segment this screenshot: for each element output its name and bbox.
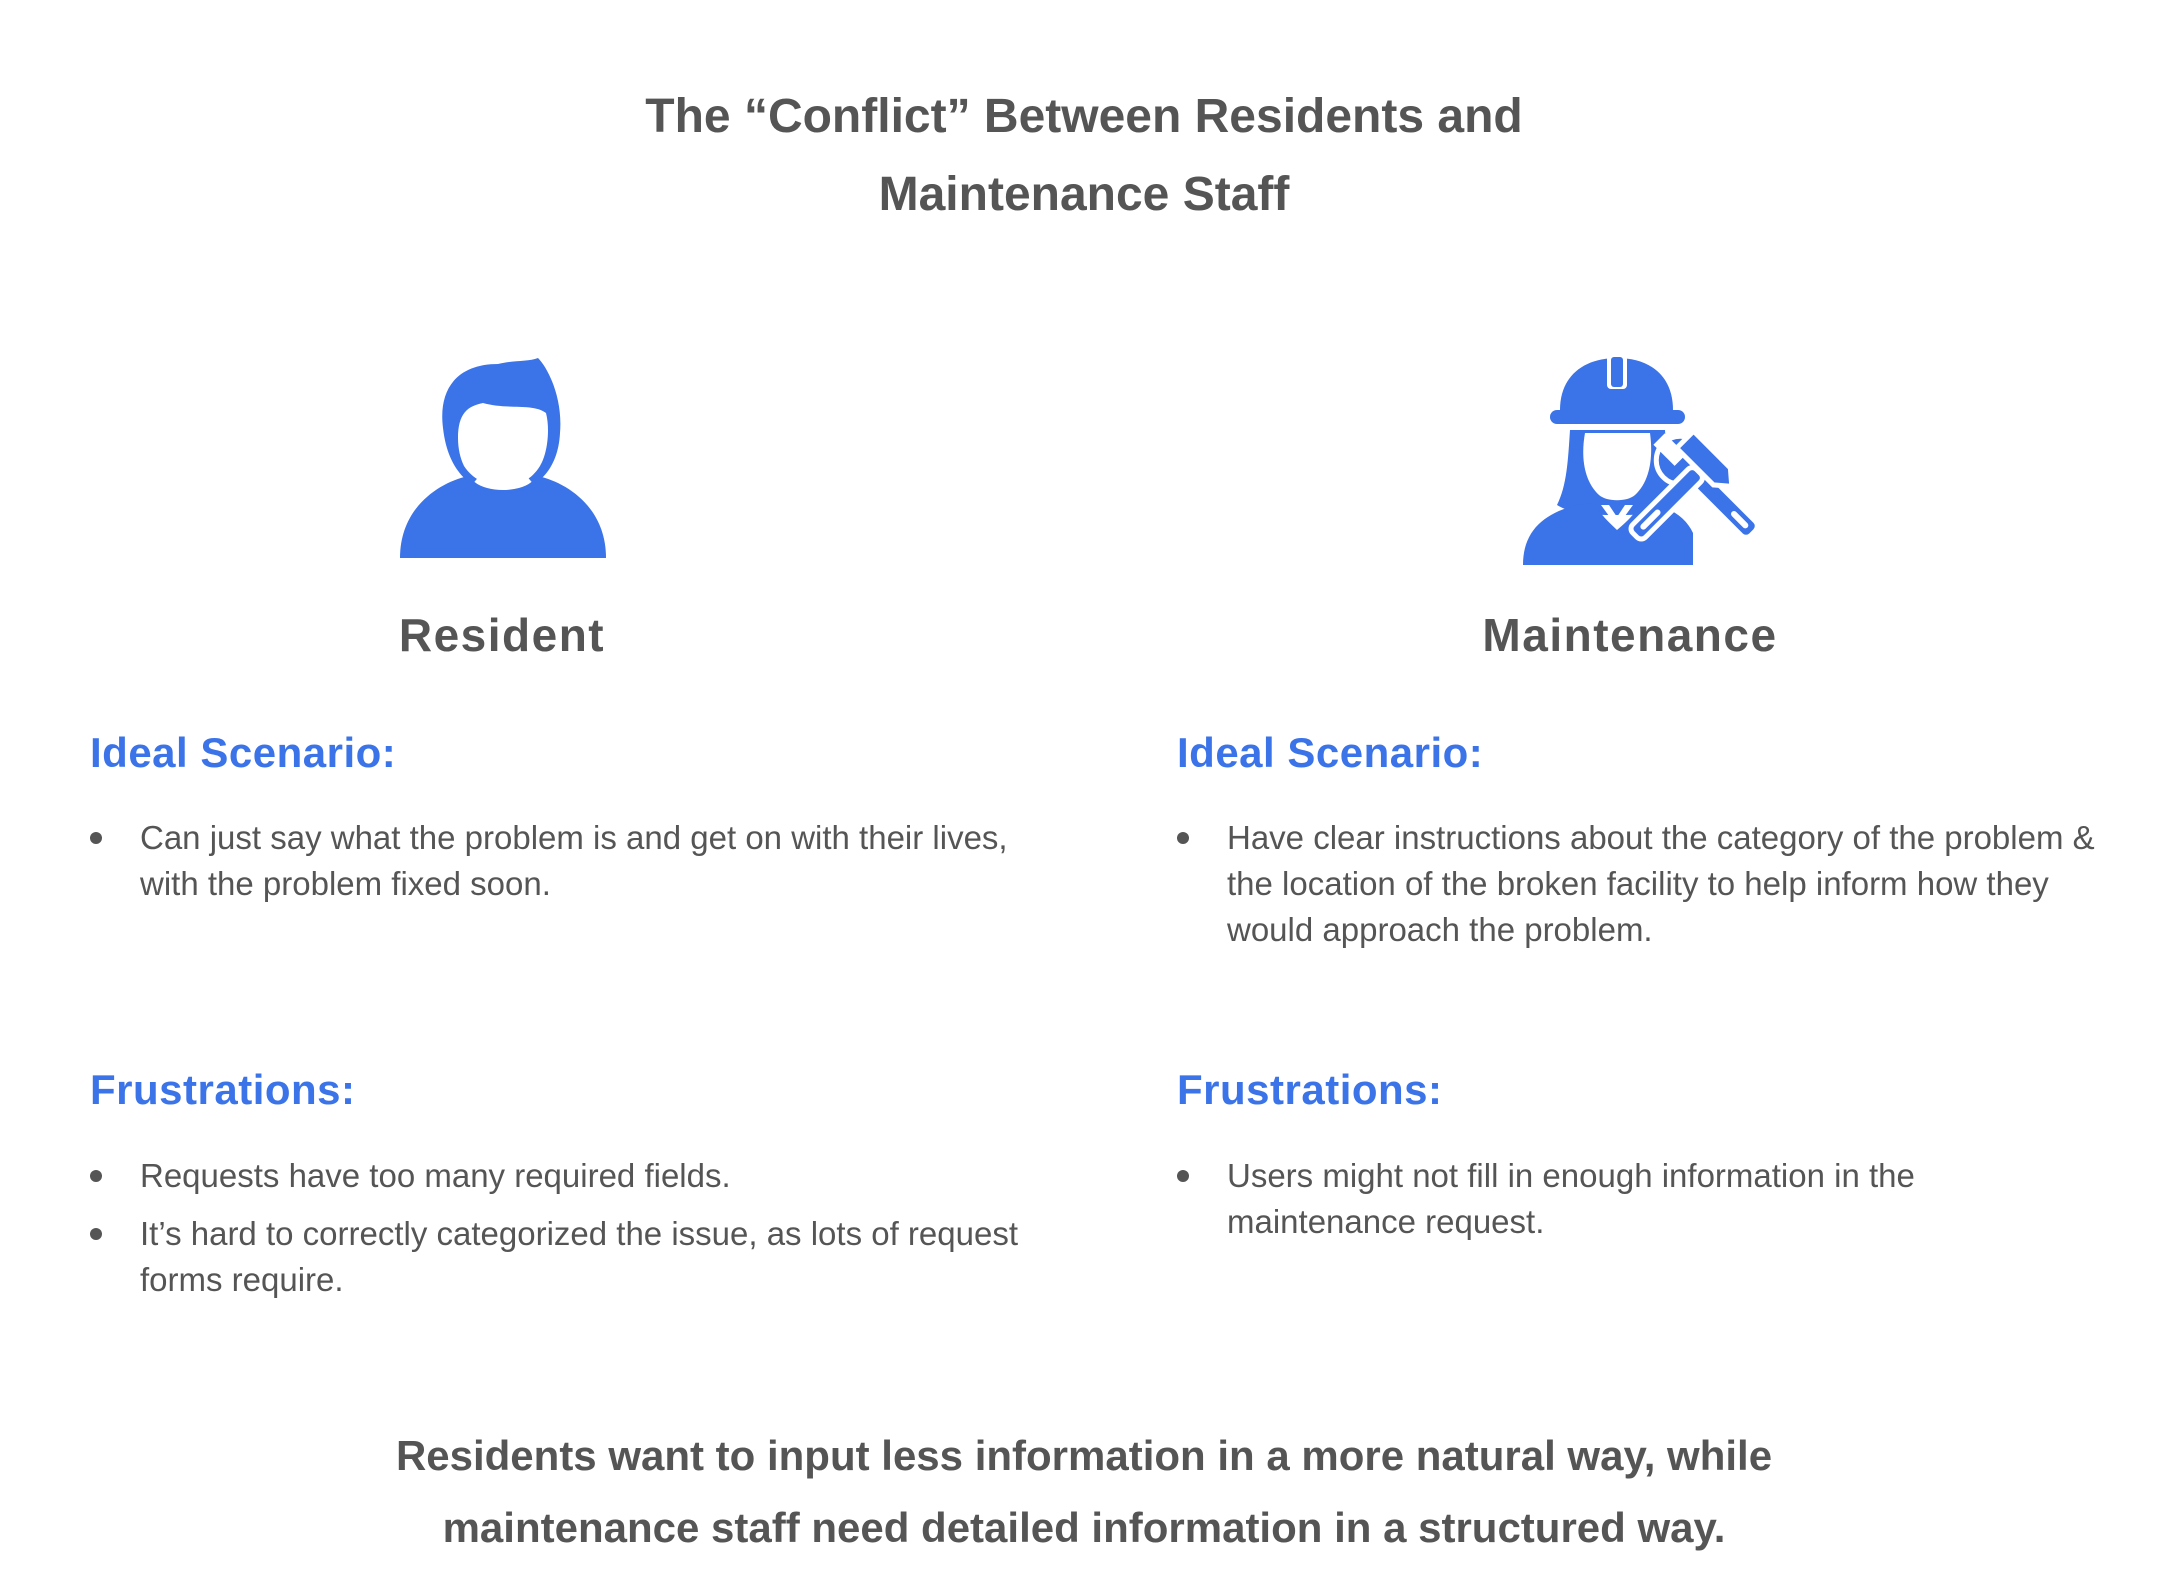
list-item: Requests have too many required fields.	[90, 1153, 1050, 1199]
person-icon	[398, 358, 608, 568]
conclusion-line-1: Residents want to input less information…	[395, 1432, 1773, 1479]
maintenance-label: Maintenance	[1482, 609, 1778, 661]
resident-frustrations-heading: Frustrations:	[90, 1066, 356, 1113]
list-item: Users might not fill in enough informati…	[1177, 1153, 2097, 1245]
bullet-icon	[90, 1170, 102, 1182]
resident-frustrations-list: Requests have too many required fields. …	[90, 1153, 1050, 1315]
list-item: Can just say what the problem is and get…	[90, 815, 1050, 907]
title-line-2: Maintenance Staff	[878, 168, 1290, 221]
resident-ideal-heading: Ideal Scenario:	[90, 729, 397, 776]
list-item: It’s hard to correctly categorized the i…	[90, 1211, 1050, 1303]
bullet-icon	[1177, 832, 1189, 844]
list-item: Have clear instructions about the catego…	[1177, 815, 2097, 953]
page-title: The “Conflict” Between Residents and Mai…	[0, 78, 2168, 234]
maintenance-worker-icon	[1515, 355, 1755, 570]
bullet-icon	[90, 832, 102, 844]
maintenance-ideal-list: Have clear instructions about the catego…	[1177, 815, 2097, 965]
maintenance-ideal-heading: Ideal Scenario:	[1177, 729, 1484, 776]
resident-ideal-list: Can just say what the problem is and get…	[90, 815, 1050, 919]
title-line-1: The “Conflict” Between Residents and	[645, 90, 1523, 143]
resident-label: Resident	[398, 609, 606, 661]
maintenance-frustrations-list: Users might not fill in enough informati…	[1177, 1153, 2097, 1257]
conclusion: Residents want to input less information…	[0, 1420, 2168, 1564]
maintenance-frustrations-heading: Frustrations:	[1177, 1066, 1443, 1113]
bullet-icon	[1177, 1170, 1189, 1182]
conclusion-line-2: maintenance staff need detailed informat…	[442, 1504, 1726, 1551]
bullet-icon	[90, 1228, 102, 1240]
